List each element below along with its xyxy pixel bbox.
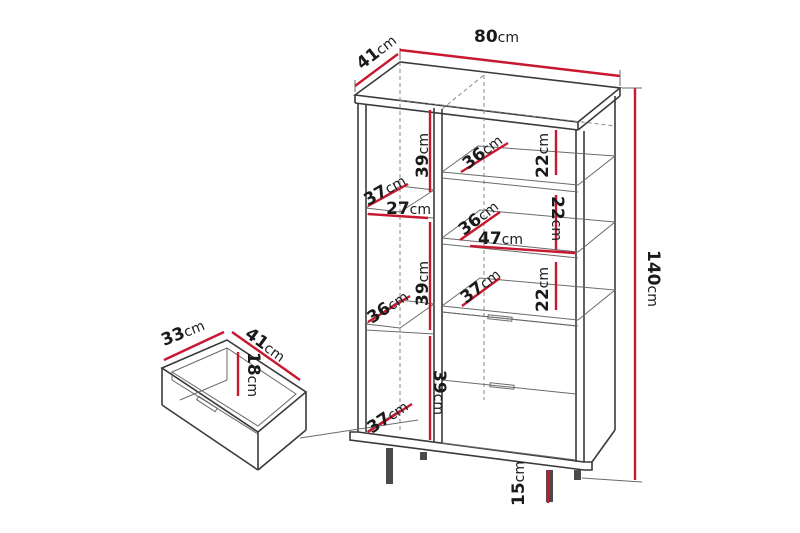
label-width: 80cm: [474, 27, 519, 47]
dimension-labels: 80cm 41cm 140cm 15cm 36cm 22cm 36cm 47cm…: [158, 27, 663, 506]
label-drawer-height: 18cm: [243, 352, 263, 397]
label-left-height-bottom: 39cm: [429, 370, 449, 415]
label-shelf-height-mid: 22cm: [547, 196, 567, 241]
label-left-height-top: 39cm: [413, 133, 433, 178]
drawer-handle-bottom: [489, 382, 515, 390]
cabinet-drawers: [441, 311, 577, 461]
cabinet-outline: [349, 61, 622, 471]
label-left-depth-mid: 36cm: [364, 286, 413, 328]
dimension-lines: [354, 48, 643, 503]
label-height: 140cm: [643, 250, 663, 307]
label-drawer-depth: 33cm: [158, 315, 207, 350]
label-left-height-mid: 39cm: [413, 261, 433, 306]
label-leg-height: 15cm: [509, 461, 529, 506]
label-shelf-depth-low: 37cm: [457, 264, 505, 307]
drawer-handle-top: [487, 314, 513, 322]
cabinet-legs: [386, 448, 581, 502]
label-left-width: 27cm: [386, 199, 431, 219]
label-shelf-depth-top: 36cm: [459, 130, 507, 173]
label-shelf-width-mid: 47cm: [478, 229, 523, 249]
label-shelf-height-low: 22cm: [533, 267, 553, 312]
label-left-depth-bottom: 37cm: [364, 396, 413, 438]
label-shelf-height-top: 22cm: [533, 133, 553, 178]
drawer-handle: [195, 395, 219, 413]
drawer-detail: [160, 330, 419, 471]
